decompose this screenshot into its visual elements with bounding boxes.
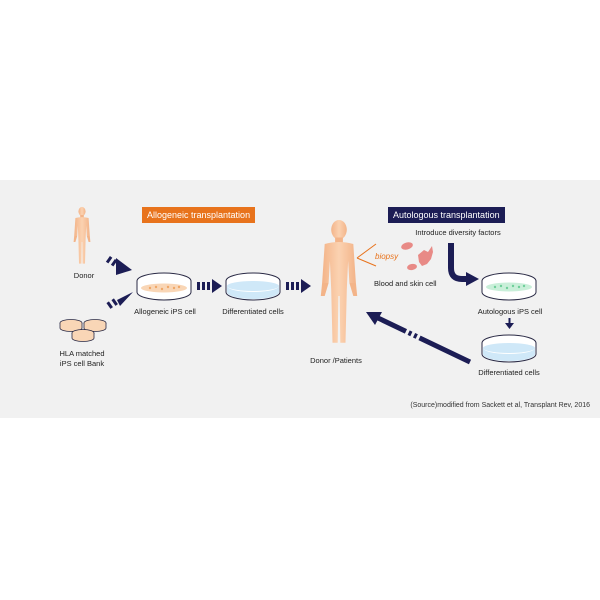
allogeneic-ips-dish — [136, 272, 192, 301]
differentiated-cells-dish-left — [225, 272, 281, 301]
allogeneic-transplantation-tag: Allogeneic transplantation — [142, 207, 256, 223]
differentiated-cells-right-label: Differentiated cells — [478, 368, 540, 377]
arrow-allogeneic-to-differentiated — [197, 279, 222, 293]
hla-cell-bank-dishes — [59, 319, 107, 342]
donor-label: Donor — [74, 271, 95, 280]
arrow-bank-to-allogeneic — [106, 292, 133, 309]
patient-figure — [320, 219, 358, 343]
source-caption: (Source)modified from Sackett et al, Tra… — [410, 402, 590, 409]
blood-skin-cells-icon — [401, 242, 433, 271]
arrow-factors-to-autologous — [448, 243, 479, 286]
arrow-differentiated-to-patient-return — [366, 312, 472, 365]
biopsy-lines — [356, 243, 377, 267]
introduce-factors-label: Introduce diversity factors — [415, 228, 501, 237]
blood-skin-cell-label: Blood and skin cell — [374, 279, 437, 288]
donor-figure — [73, 206, 91, 264]
arrow-differentiated-to-patient — [286, 279, 311, 293]
biopsy-label: biopsy — [375, 252, 399, 261]
hla-bank-label-line2: iPS cell Bank — [60, 359, 104, 368]
differentiated-cells-left-label: Differentiated cells — [222, 307, 284, 316]
donor-patients-label: Donor /Patients — [310, 356, 362, 365]
allogeneic-ips-label: Allogeneic iPS cell — [134, 307, 196, 316]
hla-bank-label-line1: HLA matched — [59, 349, 104, 358]
autologous-ips-label: Autologous iPS cell — [478, 307, 543, 316]
autologous-ips-dish — [481, 272, 537, 301]
arrow-donor-to-allogeneic — [105, 255, 132, 275]
arrow-autologous-to-differentiated — [505, 318, 514, 329]
autologous-transplantation-tag: Autologous transplantation — [388, 207, 505, 223]
differentiated-cells-dish-right — [481, 334, 537, 363]
